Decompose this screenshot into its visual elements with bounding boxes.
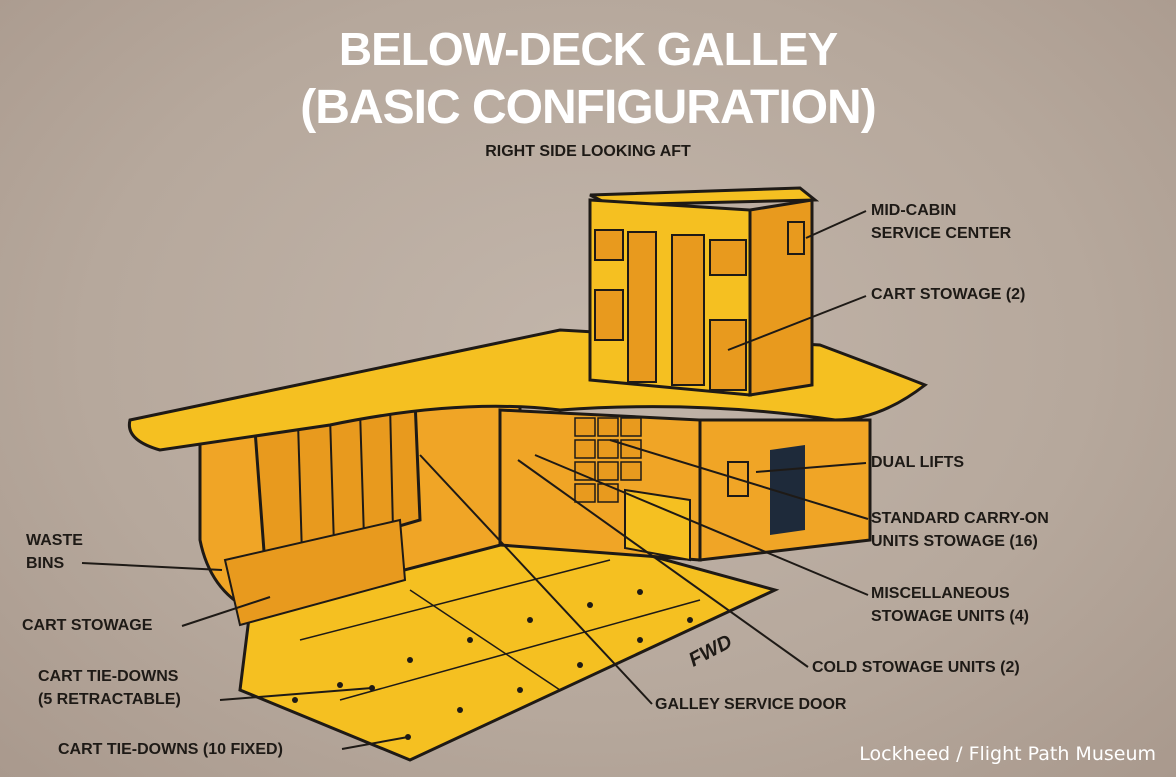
label-line: UNITS STOWAGE (16): [871, 533, 1038, 550]
label-line: BINS: [26, 555, 65, 572]
label-cart-tie-downs-retractable: CART TIE-DOWNS (5 RETRACTABLE): [38, 665, 181, 711]
service-center-side: [748, 198, 814, 397]
label-line: CART STOWAGE (2): [871, 286, 1026, 303]
label-line: CART TIE-DOWNS (10 FIXED): [58, 741, 283, 758]
label-line: MISCELLANEOUS: [871, 585, 1010, 602]
label-miscellaneous-stowage: MISCELLANEOUS STOWAGE UNITS (4): [871, 582, 1029, 628]
lift-panel: [727, 461, 749, 497]
lift-opening: [770, 445, 805, 535]
galley-door-frame: [624, 488, 691, 562]
carry-on-units: [574, 417, 642, 503]
leader-lines: [81, 210, 869, 750]
lower-left-cabinet: [223, 518, 407, 627]
label-line: GALLEY SERVICE DOOR: [655, 696, 847, 713]
label-line: WASTE: [26, 532, 83, 549]
tie-down-points: [292, 589, 693, 740]
label-line: DUAL LIFTS: [871, 454, 965, 471]
label-cold-stowage: COLD STOWAGE UNITS (2): [812, 656, 1020, 679]
label-galley-service-door: GALLEY SERVICE DOOR: [655, 693, 846, 716]
label-line: STANDARD CARRY-ON: [871, 510, 1049, 527]
label-dual-lifts: DUAL LIFTS: [871, 451, 964, 474]
label-line: COLD STOWAGE UNITS (2): [812, 659, 1020, 676]
label-waste-bins: WASTE BINS: [26, 529, 83, 575]
title-line-1: BELOW-DECK GALLEY: [338, 23, 838, 75]
image-credit: Lockheed / Flight Path Museum: [859, 743, 1156, 765]
label-line: CART STOWAGE: [22, 617, 153, 634]
title-line-2: (BASIC CONFIGURATION): [300, 81, 876, 134]
label-cart-stowage-2: CART STOWAGE (2): [871, 283, 1025, 306]
label-line: (5 RETRACTABLE): [38, 691, 181, 708]
label-line: MID-CABIN: [871, 202, 957, 219]
subtitle: RIGHT SIDE LOOKING AFT: [485, 143, 691, 160]
label-line: STOWAGE UNITS (4): [871, 608, 1029, 625]
label-line: SERVICE CENTER: [871, 225, 1012, 242]
label-cart-stowage: CART STOWAGE: [22, 614, 152, 637]
label-mid-cabin-service-center: MID-CABIN SERVICE CENTER: [871, 199, 1011, 245]
label-standard-carry-on: STANDARD CARRY-ON UNITS STOWAGE (16): [871, 507, 1049, 553]
label-line: CART TIE-DOWNS: [38, 668, 179, 685]
label-cart-tie-downs-fixed: CART TIE-DOWNS (10 FIXED): [58, 738, 283, 761]
